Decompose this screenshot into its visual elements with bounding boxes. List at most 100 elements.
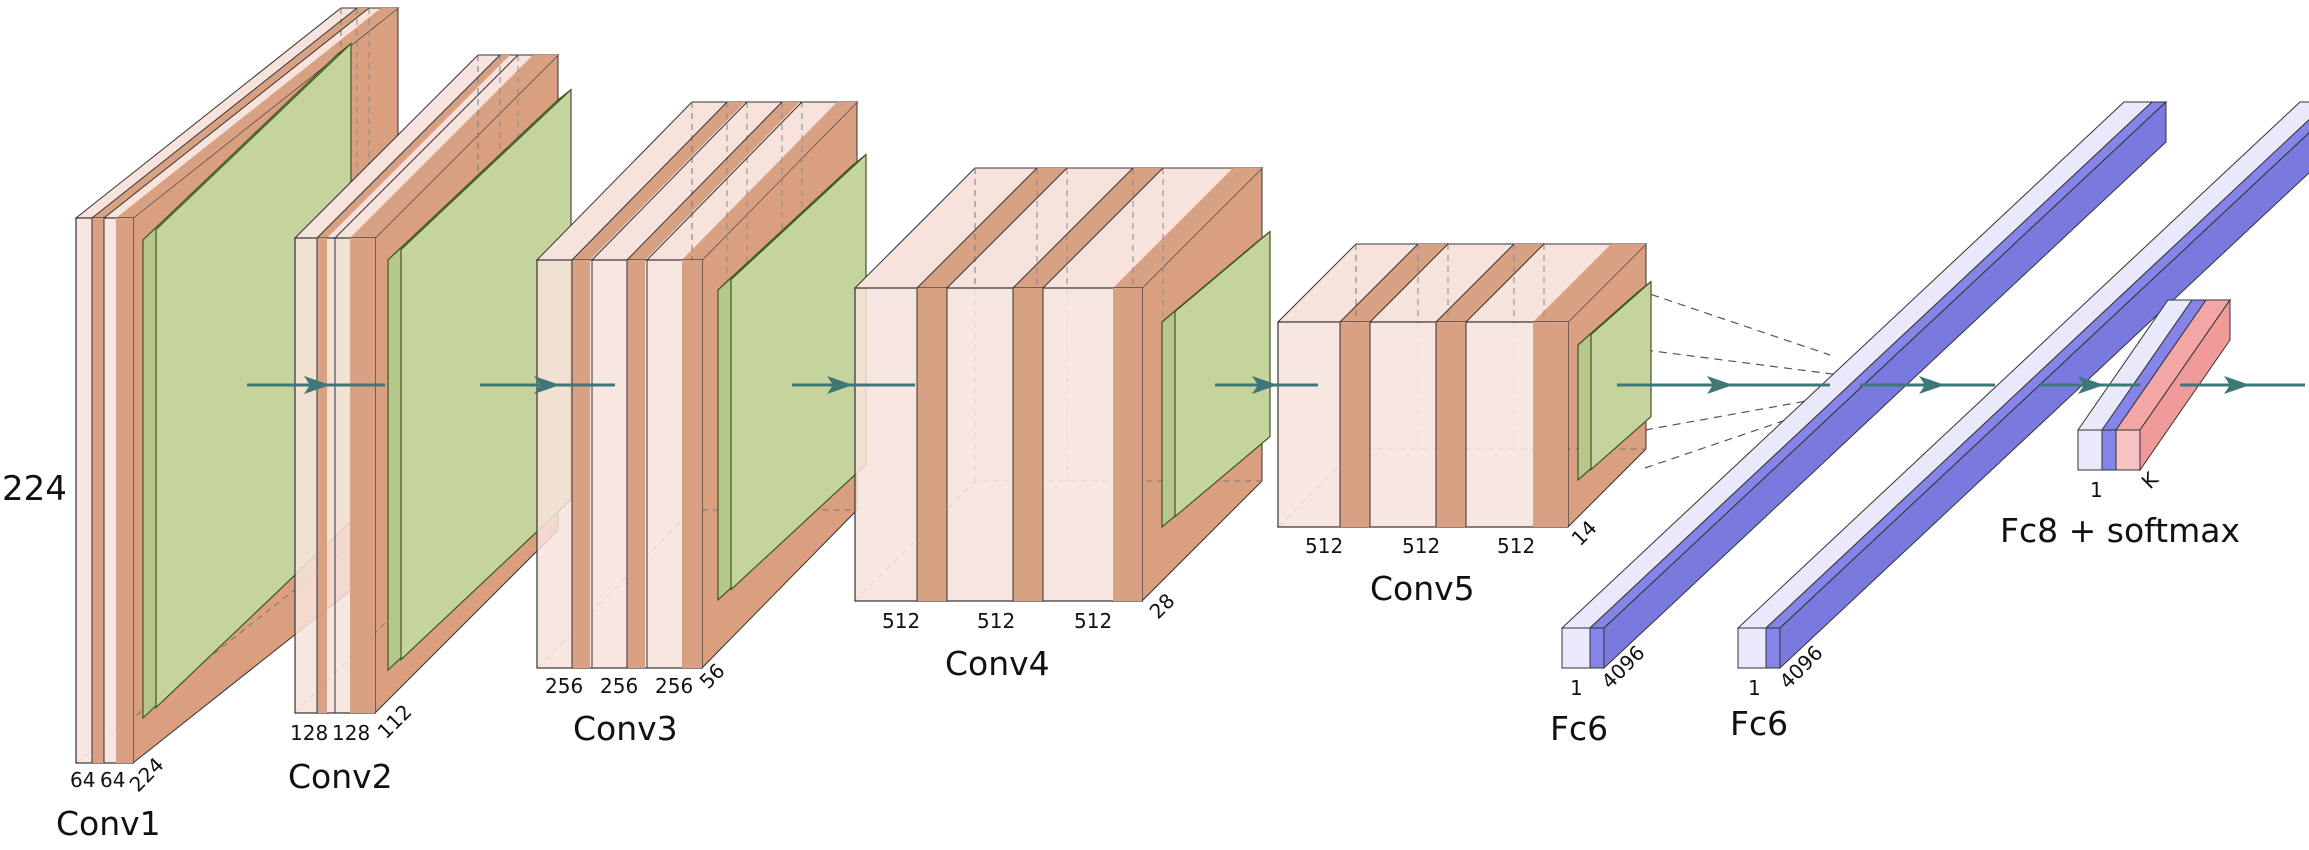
arrow-head (2078, 376, 2104, 394)
conv2-top-stripe (317, 55, 510, 238)
conv1-channel-label: 64 (100, 768, 125, 792)
conv3-section-edge (571, 101, 728, 261)
fc6b-front-face (1765, 627, 1781, 669)
conv3-front-face (536, 259, 703, 669)
conv1-section-edge (91, 7, 358, 219)
conv2-front-stripe (350, 238, 375, 713)
conv5-front-face (1277, 321, 1569, 528)
conv2-block (293, 53, 572, 715)
projection-line (1644, 349, 1841, 376)
conv2-top-stripe (350, 55, 558, 238)
conv4-channel-label: 512 (977, 609, 1015, 633)
flow-arrow (1860, 376, 1995, 394)
conv1-top-stripe (116, 8, 398, 218)
conv4-top-stripe (1013, 168, 1163, 288)
fc6a-width-label: 1 (1570, 676, 1583, 700)
conv4-top-stripe (917, 168, 1067, 288)
conv5-top-stripe (1436, 244, 1544, 322)
conv1-top-stripe (92, 8, 369, 218)
conv5-front-stripe (1436, 322, 1466, 527)
conv5-channel-label: 512 (1402, 534, 1440, 558)
fc6a-front-face (1589, 627, 1605, 669)
fc8-front-face (2101, 429, 2117, 471)
conv3-section-edge (646, 101, 803, 261)
conv4-front-face (854, 287, 1143, 602)
projection-lines (1637, 289, 1841, 469)
conv4-section-edge (946, 167, 1068, 289)
conv4-section-edge (916, 167, 1038, 289)
conv5-channel-label: 512 (1305, 534, 1343, 558)
conv5-section-edge (1465, 243, 1545, 323)
fc6b-front-face (1737, 627, 1767, 669)
conv4-pool-plate (1174, 230, 1271, 518)
conv3-front-stripe (572, 260, 590, 668)
conv5-channel-label: 512 (1497, 534, 1535, 558)
fc8-front-face (2115, 429, 2141, 471)
conv4-block (853, 166, 1271, 603)
fc6b-bar (1736, 101, 2309, 670)
conv3-channel-label: 256 (655, 674, 693, 698)
fc6a-front-face (1561, 627, 1591, 669)
conv3-block (535, 100, 867, 670)
fc8-depth-label: K (2137, 467, 2164, 494)
projection-line (1644, 404, 1831, 469)
fc6b-label: Fc6 (1730, 704, 1788, 743)
flow-arrow (2040, 376, 2140, 394)
conv4-channel-label: 512 (882, 609, 920, 633)
conv3-section-edge (591, 101, 748, 261)
conv3-channel-label: 256 (600, 674, 638, 698)
conv2-section-edge (316, 54, 501, 239)
arrow-head (534, 376, 560, 394)
arrow-head (827, 376, 853, 394)
conv5-front-stripe (1533, 322, 1568, 527)
conv2-channel-label: 128 (290, 721, 328, 745)
fc6b-width-label: 1 (1748, 676, 1761, 700)
flow-arrows (247, 376, 2305, 394)
conv1-channel-label: 64 (70, 768, 95, 792)
arrow-head (304, 376, 330, 394)
conv4-section-edge (1012, 167, 1134, 289)
conv5-top-stripe (1533, 244, 1646, 322)
conv2-label: Conv2 (288, 757, 393, 796)
conv5-section-edge (1435, 243, 1515, 323)
projection-line (1637, 289, 1831, 356)
arrow-head (1707, 376, 1733, 394)
fc8-front-face (2077, 429, 2103, 471)
fc6a-label: Fc6 (1550, 709, 1608, 748)
conv5-pool-plate (1590, 280, 1652, 471)
fc8-width-label: 1 (2090, 478, 2103, 502)
conv4-label: Conv4 (945, 644, 1050, 683)
conv5-section-edge (1369, 243, 1449, 323)
conv4-front-stripe (1113, 288, 1142, 601)
conv5-section-edge (1339, 243, 1419, 323)
projection-line (1644, 394, 1841, 431)
input-size-label: 224 (2, 469, 67, 509)
conv5-front-stripe (1340, 322, 1370, 527)
flow-arrow (1617, 376, 1830, 394)
flow-arrow (792, 376, 915, 394)
network-layers (74, 6, 2309, 765)
conv5-top-stripe (1340, 244, 1448, 322)
conv1-front-stripe (92, 218, 104, 763)
conv3-front-stripe (682, 260, 702, 668)
conv2-channel-label: 128 (332, 721, 370, 745)
conv3-label: Conv3 (573, 709, 678, 748)
conv1-front-stripe (116, 218, 133, 763)
conv4-section-edge (1042, 167, 1164, 289)
conv5-label: Conv5 (1370, 569, 1475, 608)
conv4-channel-label: 512 (1074, 609, 1112, 633)
conv1-section-edge (103, 7, 370, 219)
arrow-head (2224, 376, 2250, 394)
conv5-block (1276, 242, 1652, 529)
arrow-head (1919, 376, 1945, 394)
fc8-bar (2077, 298, 2231, 472)
flow-arrow (2180, 376, 2305, 394)
conv1-label: Conv1 (56, 804, 161, 843)
arrow-head (1252, 376, 1278, 394)
conv3-section-edge (626, 101, 783, 261)
conv3-top-stripe (627, 102, 800, 260)
flow-arrow (480, 376, 615, 394)
conv4-front-stripe (1013, 288, 1043, 601)
conv4-top-stripe (1113, 168, 1262, 288)
